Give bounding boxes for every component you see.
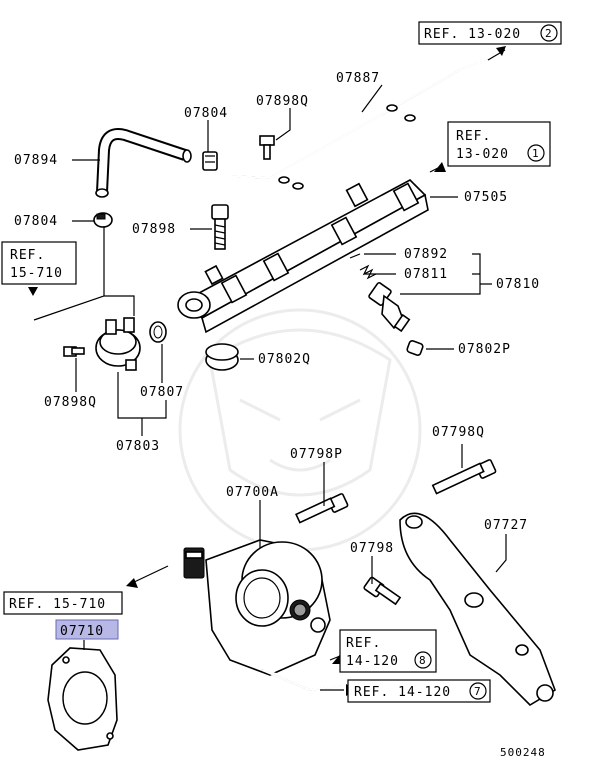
ref-14-120-7-text: REF. 14-120 xyxy=(354,685,451,700)
hose-clip-07804-top[interactable] xyxy=(202,151,218,171)
label-07803: 07803 xyxy=(116,439,160,454)
label-07798q: 07798Q xyxy=(432,425,485,440)
injector-insulator-07802p[interactable] xyxy=(406,340,424,356)
bracket-07727[interactable] xyxy=(399,512,556,707)
bolt-07898[interactable] xyxy=(211,204,229,250)
label-07798p: 07798P xyxy=(290,447,343,462)
label-07710[interactable]: 07710 xyxy=(60,624,104,639)
label-07810: 07810 xyxy=(496,277,540,292)
pressure-regulator-07803[interactable] xyxy=(95,317,141,371)
ref-box-13-020-1[interactable]: REF. 13-020 1 xyxy=(447,121,551,167)
ref-15-710-top-line2: 15-710 xyxy=(10,266,63,281)
bolt-07898q-left[interactable] xyxy=(63,346,85,357)
ref-box-14-120-7[interactable]: REF. 14-120 7 xyxy=(347,679,491,703)
fuel-hose-07894[interactable] xyxy=(95,128,192,198)
label-07898: 07898 xyxy=(132,222,176,237)
ref-15-710-top-line1: REF. xyxy=(10,248,45,263)
gasket-07710[interactable] xyxy=(47,647,118,751)
bolt-07898q-top[interactable] xyxy=(259,135,275,160)
ref-13-020-1-num: 1 xyxy=(532,147,540,160)
ref-15-710-bottom-text: REF. 15-710 xyxy=(9,597,106,612)
ref-14-120-8-line2: 14-120 xyxy=(346,654,399,669)
label-07894: 07894 xyxy=(14,153,58,168)
label-07804-left: 07804 xyxy=(14,214,58,229)
ref-14-120-7-num: 7 xyxy=(474,685,482,698)
bolt-07798[interactable] xyxy=(363,576,402,606)
diagram-id: 500248 xyxy=(500,746,546,759)
label-07802p: 07802P xyxy=(458,342,511,357)
ref-14-120-8-num: 8 xyxy=(419,654,427,667)
ref-13-020-2-num: 2 xyxy=(545,27,553,40)
ref-13-020-1-line2: 13-020 xyxy=(456,147,509,162)
label-07700a: 07700A xyxy=(226,485,279,500)
ref-14-120-8-line1: REF. xyxy=(346,636,381,651)
oring-07807[interactable] xyxy=(149,321,167,343)
oring-07892[interactable] xyxy=(349,253,361,259)
label-07887: 07887 xyxy=(336,71,380,86)
throttle-body-07700a[interactable] xyxy=(183,539,341,692)
fuel-rail-07505[interactable] xyxy=(177,179,429,334)
bolt-07798p[interactable] xyxy=(295,493,349,524)
label-07802q: 07802Q xyxy=(258,352,311,367)
ref-box-14-120-8[interactable]: REF. 14-120 8 xyxy=(339,629,437,673)
hose-clip-07804-left[interactable] xyxy=(93,212,113,228)
label-07798: 07798 xyxy=(350,541,394,556)
highlight-07710 xyxy=(55,619,119,640)
ref-13-020-2-text: REF. 13-020 xyxy=(424,27,521,42)
fuel-injector-07810[interactable] xyxy=(368,282,411,333)
label-07892: 07892 xyxy=(404,247,448,262)
label-07505: 07505 xyxy=(464,190,508,205)
label-07811: 07811 xyxy=(404,267,448,282)
ref-box-15-710-top[interactable]: REF. 15-710 xyxy=(1,241,77,285)
ref-13-020-1-line1: REF. xyxy=(456,129,491,144)
label-07807: 07807 xyxy=(140,385,184,400)
label-07898q-top: 07898Q xyxy=(256,94,309,109)
ref-box-13-020-2[interactable]: REF. 13-020 2 xyxy=(418,21,562,45)
label-07804-top: 07804 xyxy=(184,106,228,121)
injector-07811-spring[interactable] xyxy=(359,264,377,280)
label-07898q-left: 07898Q xyxy=(44,395,97,410)
bolt-07798q[interactable] xyxy=(431,459,497,495)
fuel-pipe-07887[interactable] xyxy=(231,59,489,190)
leader-lines xyxy=(33,84,507,691)
insulator-07802q[interactable] xyxy=(205,343,239,371)
ref-box-15-710-bottom[interactable]: REF. 15-710 xyxy=(3,591,123,615)
label-07727: 07727 xyxy=(484,518,528,533)
